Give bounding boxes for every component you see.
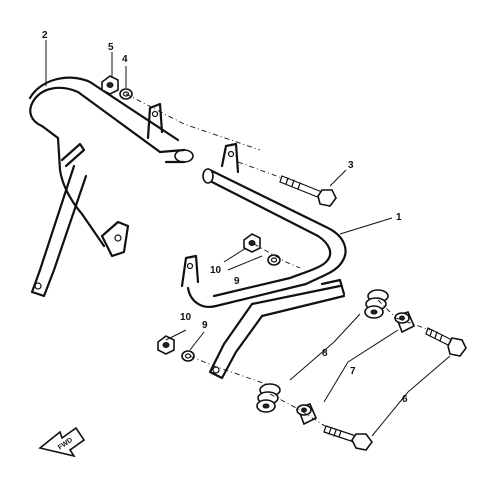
callout-4: 4 xyxy=(122,54,128,65)
leader-lines xyxy=(45,40,451,437)
callout-10-middle: 10 xyxy=(210,265,222,276)
callout-10-lower: 10 xyxy=(180,312,192,323)
forward-arrow-icon: FWD xyxy=(38,426,86,458)
damper-lower xyxy=(256,383,281,413)
washer-middle xyxy=(267,254,281,266)
washer-lower xyxy=(181,350,195,362)
callout-6: 6 xyxy=(402,394,408,405)
callout-9-middle: 9 xyxy=(234,276,240,287)
callout-8: 8 xyxy=(322,348,328,359)
nut-top xyxy=(101,75,119,95)
guard-frame-right xyxy=(180,142,347,380)
bolt-long xyxy=(279,175,337,207)
nut-middle xyxy=(243,233,261,253)
callout-5: 5 xyxy=(108,42,114,53)
collar-lower xyxy=(296,403,318,426)
collar-upper xyxy=(394,311,416,334)
damper-upper xyxy=(364,289,389,319)
callout-9-lower: 9 xyxy=(202,320,208,331)
bolt-lower xyxy=(323,425,373,451)
callout-3: 3 xyxy=(348,160,354,171)
callout-1: 1 xyxy=(396,212,402,223)
nut-lower xyxy=(157,335,175,355)
assembly-centerlines xyxy=(125,93,431,429)
callout-2: 2 xyxy=(42,30,48,41)
bolt-upper xyxy=(425,327,467,357)
guard-frame-left xyxy=(28,76,194,298)
callout-7: 7 xyxy=(350,366,356,377)
